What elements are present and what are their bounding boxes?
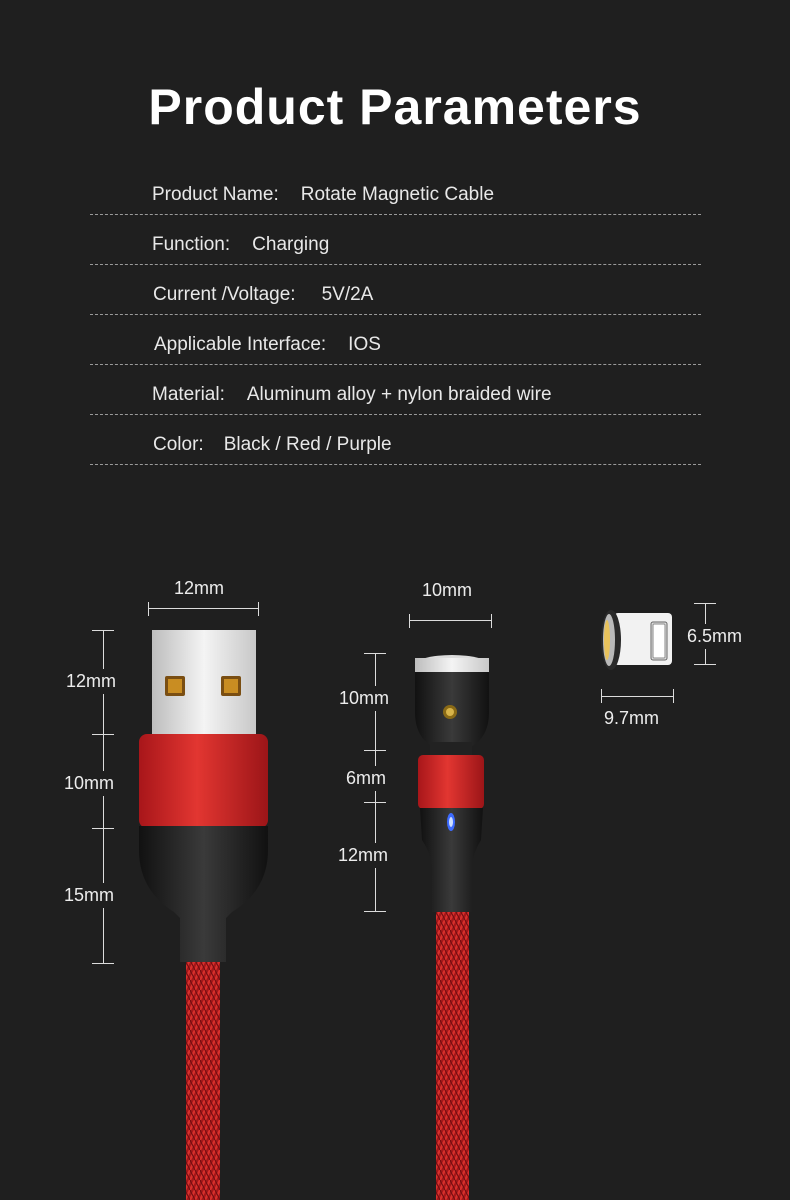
dim-usb-tail: 15mm: [64, 883, 115, 908]
head-body: [420, 808, 483, 912]
lightning-tip: [601, 610, 672, 670]
param-row-interface: Applicable Interface: IOS: [90, 334, 701, 365]
param-value: Black / Red / Purple: [223, 434, 392, 455]
dim-plug-width: 9.7mm: [604, 708, 660, 728]
dim-plug-height: 6.5mm: [687, 624, 743, 649]
head-hinge: [430, 742, 472, 756]
dim-head-collar: 6mm: [346, 766, 386, 791]
usb-housing: [139, 734, 268, 828]
param-row-material: Material: Aluminum alloy + nylon braided …: [90, 384, 701, 415]
usb-cable: [186, 960, 220, 1200]
page-title: Product Parameters: [148, 79, 642, 135]
dim-usb-plug: 12mm: [66, 669, 117, 694]
param-row-product-name: Product Name: Rotate Magnetic Cable: [90, 184, 701, 215]
param-label: Function:: [152, 234, 231, 255]
magnetic-head: [415, 655, 489, 1200]
head-cable: [436, 910, 469, 1200]
head-collar: [418, 755, 484, 809]
usb-strain-relief: [139, 826, 268, 962]
param-label: Material:: [152, 384, 225, 405]
usb-connector: [139, 630, 268, 1200]
param-row-function: Function: Charging: [90, 234, 701, 265]
param-value: 5V/2A: [321, 284, 374, 305]
param-label: Current /Voltage:: [153, 284, 296, 305]
dim-usb-housing: 10mm: [64, 771, 115, 796]
param-label: Product Name:: [152, 184, 279, 205]
param-value: IOS: [348, 334, 381, 355]
param-label: Color:: [153, 434, 204, 455]
dim-head-body: 12mm: [338, 843, 389, 868]
dim-head-tip: 10mm: [339, 686, 390, 711]
param-value: Rotate Magnetic Cable: [300, 184, 495, 205]
param-row-current-voltage: Current /Voltage: 5V/2A: [90, 284, 701, 315]
dim-usb-width: 12mm: [174, 578, 225, 598]
param-value: Charging: [252, 234, 330, 255]
param-value: Aluminum alloy + nylon braided wire: [246, 384, 552, 405]
param-row-color: Color: Black / Red / Purple: [90, 434, 701, 465]
dim-head-width: 10mm: [422, 580, 473, 600]
param-label: Applicable Interface:: [154, 334, 327, 355]
